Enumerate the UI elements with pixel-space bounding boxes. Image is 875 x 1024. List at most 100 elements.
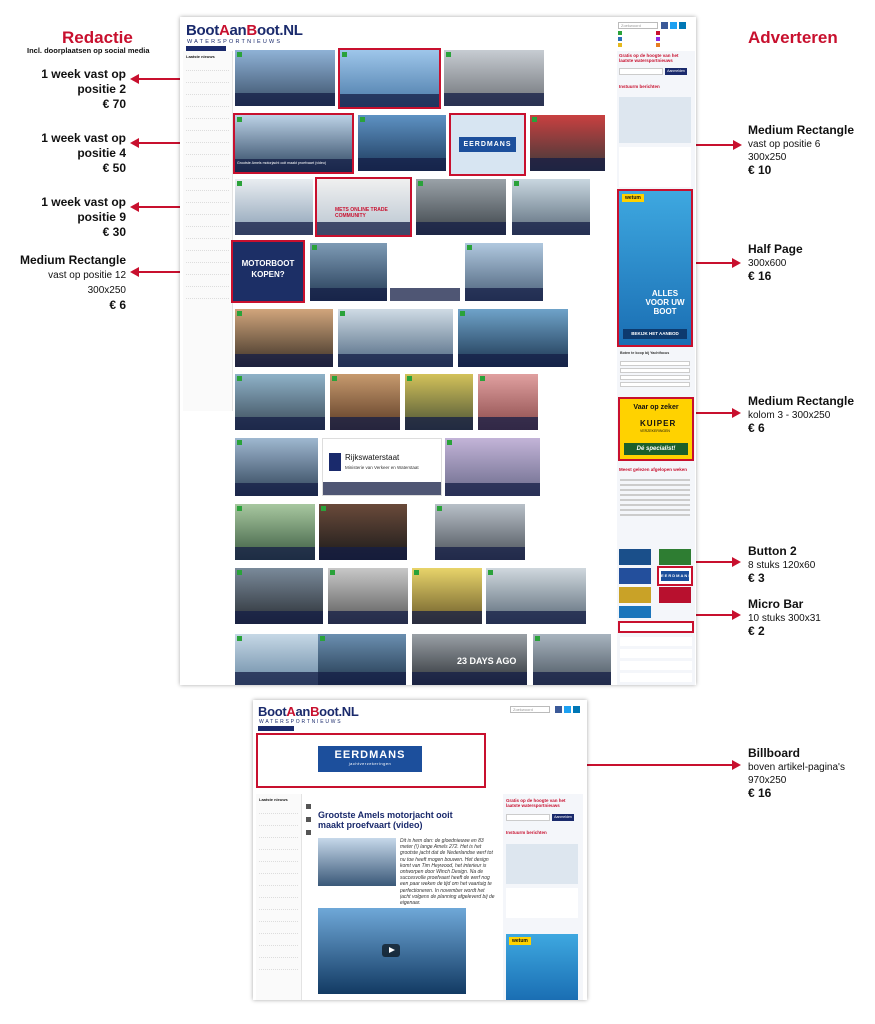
- newsletter-subscribe-button[interactable]: Aanmelden: [665, 68, 687, 75]
- news-link[interactable]: [259, 949, 298, 958]
- button-ad[interactable]: [659, 587, 691, 603]
- yachtfocus-search-form[interactable]: [620, 361, 690, 391]
- news-link[interactable]: [259, 853, 298, 862]
- news-link[interactable]: [259, 829, 298, 838]
- twitter-icon[interactable]: [564, 706, 571, 713]
- news-tile[interactable]: [416, 179, 506, 235]
- button-ad[interactable]: [619, 587, 651, 603]
- news-link[interactable]: [186, 266, 229, 275]
- news-tile[interactable]: [235, 309, 333, 367]
- news-link[interactable]: [186, 182, 229, 191]
- news-link[interactable]: [259, 889, 298, 898]
- news-tile[interactable]: [533, 634, 611, 685]
- menu-bar[interactable]: [186, 46, 226, 52]
- news-link[interactable]: [186, 122, 229, 131]
- news-link[interactable]: [186, 158, 229, 167]
- news-link[interactable]: [259, 877, 298, 886]
- news-tile[interactable]: [338, 309, 453, 367]
- news-link[interactable]: [259, 865, 298, 874]
- medium-rectangle-kolom3[interactable]: Vaar op zeker KUIPER VERZEKERINGEN Dé sp…: [618, 397, 694, 461]
- list-item[interactable]: [620, 494, 690, 496]
- news-tile[interactable]: [458, 309, 568, 367]
- news-tile-position-4[interactable]: Grootste Amels motorjacht ooit maakt pro…: [233, 113, 354, 174]
- newsletter-subscribe-button[interactable]: Aanmelden: [552, 814, 574, 821]
- news-link[interactable]: [186, 170, 229, 179]
- category-dot[interactable]: [656, 43, 660, 47]
- news-link[interactable]: [186, 194, 229, 203]
- micro-bar-ad[interactable]: [620, 637, 692, 646]
- category-dot[interactable]: [618, 37, 622, 41]
- news-tile[interactable]: [530, 115, 605, 171]
- news-tile[interactable]: [435, 504, 525, 560]
- news-tile[interactable]: [330, 374, 400, 430]
- micro-bar-ad[interactable]: [620, 673, 692, 682]
- button-ad[interactable]: [619, 606, 651, 618]
- news-link[interactable]: [259, 937, 298, 946]
- list-item[interactable]: [620, 484, 690, 486]
- news-link[interactable]: [259, 925, 298, 934]
- news-link[interactable]: [186, 242, 229, 251]
- menu-bar[interactable]: [258, 726, 294, 731]
- news-tile-position-2[interactable]: [338, 48, 441, 109]
- category-dot[interactable]: [656, 37, 660, 41]
- list-item[interactable]: [620, 489, 690, 491]
- share-icon[interactable]: [306, 804, 311, 809]
- news-link[interactable]: [259, 901, 298, 910]
- newsletter-email-input[interactable]: [619, 68, 663, 75]
- news-tile[interactable]: [328, 568, 408, 624]
- half-page-ad[interactable]: wetum ALLES VOOR UW BOOT BEKIJK HET AANB…: [619, 191, 691, 345]
- article-video[interactable]: [318, 908, 466, 994]
- news-link[interactable]: [186, 290, 229, 299]
- news-link[interactable]: [259, 817, 298, 826]
- news-link[interactable]: [259, 913, 298, 922]
- button-ad[interactable]: [659, 549, 691, 565]
- news-link[interactable]: [186, 74, 229, 83]
- search-input[interactable]: Zoekwoord: [618, 22, 658, 29]
- share-icon[interactable]: [306, 830, 311, 835]
- search-field[interactable]: [620, 368, 690, 373]
- micro-bar-ad[interactable]: [620, 661, 692, 670]
- facebook-icon[interactable]: [661, 22, 668, 29]
- news-link[interactable]: [186, 278, 229, 287]
- medium-rectangle-position-6[interactable]: EERDMANS: [449, 113, 526, 176]
- search-field[interactable]: [620, 361, 690, 366]
- news-tile[interactable]: [486, 568, 586, 624]
- category-dot[interactable]: [656, 31, 660, 35]
- news-tile[interactable]: [444, 50, 544, 106]
- news-link[interactable]: [186, 218, 229, 227]
- boot-ad-block[interactable]: [506, 844, 578, 884]
- button-2-ad[interactable]: EERDMANS: [657, 566, 693, 586]
- newsletter-email-input[interactable]: [506, 814, 550, 821]
- news-tile[interactable]: [318, 634, 406, 685]
- search-input[interactable]: Zoekwoord: [510, 706, 550, 713]
- news-link[interactable]: [259, 805, 298, 814]
- news-tile[interactable]: [405, 374, 473, 430]
- search-field[interactable]: [620, 375, 690, 380]
- billboard-ad[interactable]: EERDMANS jachtverzekeringen: [256, 733, 486, 788]
- button-ad[interactable]: [619, 549, 651, 565]
- news-tile[interactable]: [235, 50, 335, 106]
- button-ad[interactable]: [619, 568, 651, 584]
- play-button-icon[interactable]: [382, 944, 400, 957]
- list-item[interactable]: [620, 499, 690, 501]
- facebook-icon[interactable]: [555, 706, 562, 713]
- micro-bar-ad[interactable]: [618, 621, 694, 633]
- boot-ad-block[interactable]: [619, 97, 691, 143]
- news-tile[interactable]: [465, 243, 543, 301]
- half-page-ad[interactable]: wetum: [506, 934, 578, 1000]
- category-dot[interactable]: [618, 43, 622, 47]
- list-item[interactable]: [620, 504, 690, 506]
- list-item[interactable]: [620, 514, 690, 516]
- news-link[interactable]: [186, 98, 229, 107]
- list-item[interactable]: [620, 509, 690, 511]
- news-tile[interactable]: [235, 179, 313, 235]
- news-link[interactable]: [186, 134, 229, 143]
- news-tile[interactable]: [235, 634, 323, 685]
- news-tile[interactable]: [358, 115, 446, 171]
- micro-bar-ad[interactable]: [620, 649, 692, 658]
- news-tile[interactable]: [235, 504, 315, 560]
- twitter-icon[interactable]: [670, 22, 677, 29]
- site-logo[interactable]: BootAanBoot.NL: [186, 22, 303, 39]
- half-page-cta-button[interactable]: BEKIJK HET AANBOD: [623, 329, 687, 339]
- site-logo[interactable]: BootAanBoot.NL: [258, 704, 359, 719]
